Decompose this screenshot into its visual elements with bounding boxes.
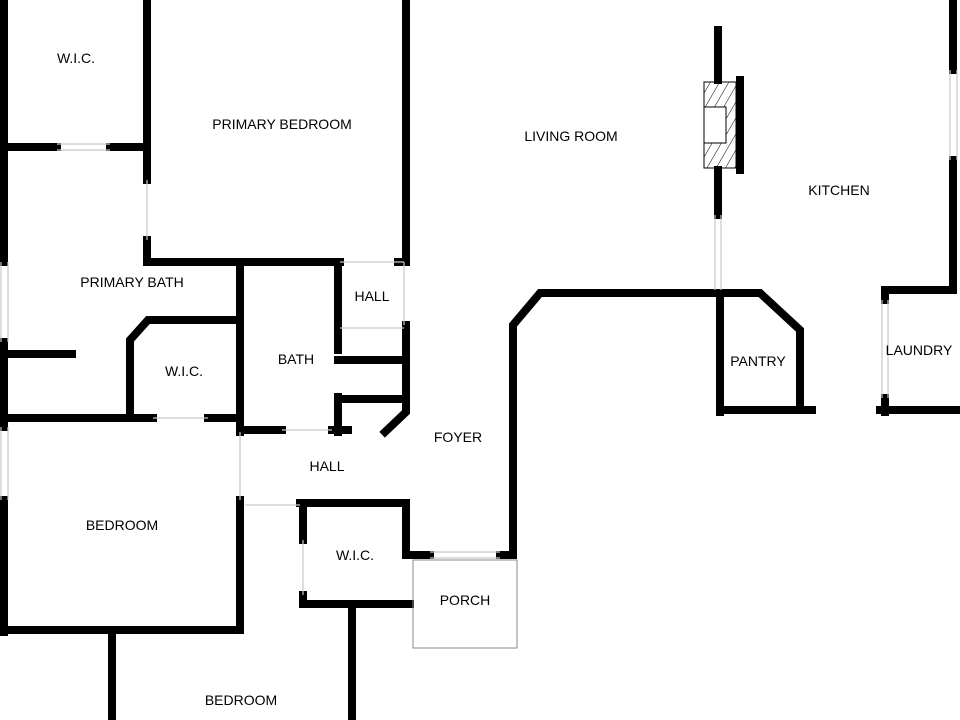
room-label-primary-bedroom: PRIMARY BEDROOM bbox=[212, 116, 352, 132]
room-label-bedroom: BEDROOM bbox=[204, 692, 278, 708]
room-label-kitchen: KITCHEN bbox=[808, 182, 870, 198]
room-label-living-room: LIVING ROOM bbox=[524, 128, 618, 144]
room-label-wic: W.I.C. bbox=[56, 50, 96, 66]
room-label-laundry: LAUNDRY bbox=[885, 342, 953, 358]
windows-and-doors bbox=[0, 70, 958, 595]
room-label-bath: BATH bbox=[277, 351, 315, 367]
fireplace bbox=[703, 81, 737, 169]
room-label-wic: W.I.C. bbox=[335, 547, 375, 563]
room-label-porch: PORCH bbox=[439, 592, 491, 608]
room-label-bedroom: BEDROOM bbox=[85, 517, 159, 533]
porch-outline bbox=[412, 559, 518, 649]
room-label-hall: HALL bbox=[354, 288, 390, 304]
room-label-foyer: FOYER bbox=[433, 429, 483, 445]
room-label-hall: HALL bbox=[309, 458, 345, 474]
room-label-primary-bath: PRIMARY BATH bbox=[80, 274, 184, 290]
room-label-wic: W.I.C. bbox=[164, 363, 204, 379]
room-label-pantry: PANTRY bbox=[730, 353, 786, 369]
